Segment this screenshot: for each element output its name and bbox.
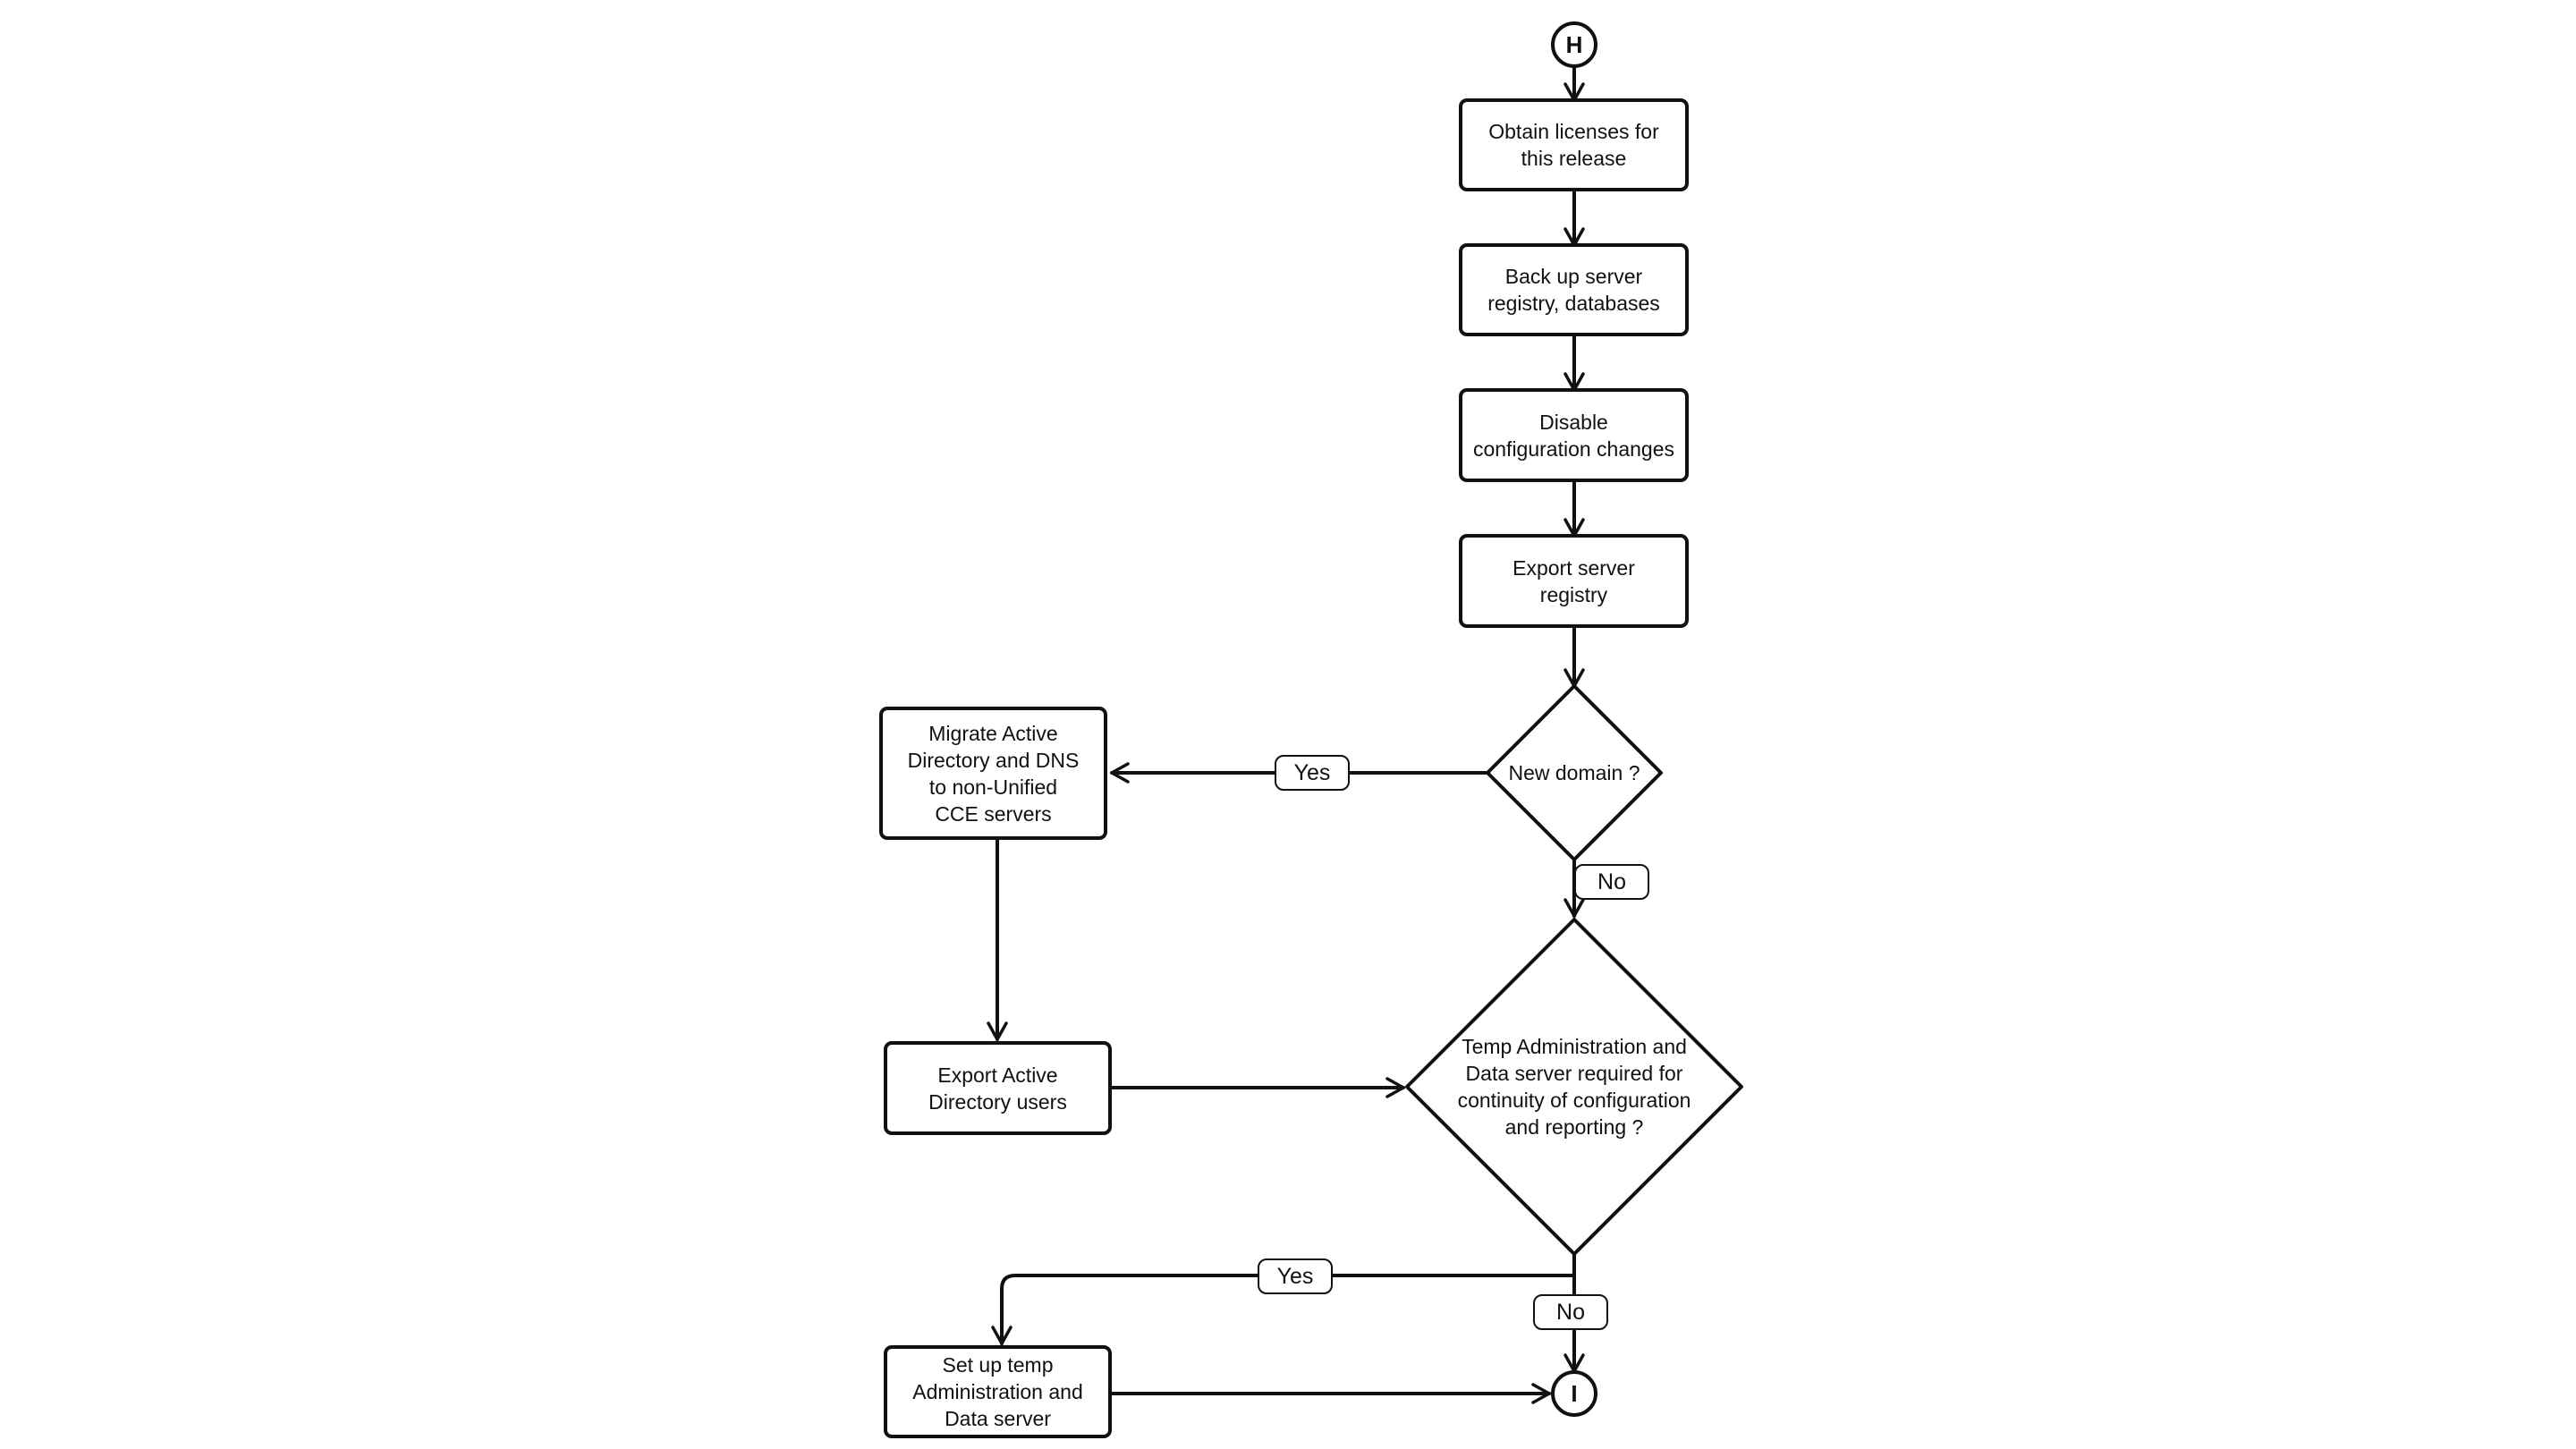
export-ad-users-label: Export Active Directory users bbox=[928, 1063, 1067, 1114]
obtain-licenses-label: Obtain licenses for this release bbox=[1488, 120, 1659, 170]
backup-registry-label: Back up server registry, databases bbox=[1487, 265, 1660, 315]
connector-end bbox=[1551, 1370, 1597, 1417]
setup-temp-label: Set up temp Administration and Data serv… bbox=[912, 1353, 1083, 1430]
process-obtain-licenses bbox=[1459, 98, 1689, 191]
connector-end-label: I bbox=[1571, 1379, 1578, 1407]
process-migrate-ad bbox=[879, 707, 1107, 840]
process-export-ad-users bbox=[884, 1041, 1112, 1135]
disable-config-label: Disable configuration changes bbox=[1472, 410, 1675, 461]
migrate-ad-label: Migrate Active Directory and DNS to non-… bbox=[907, 721, 1080, 826]
decision-temp-required bbox=[1405, 918, 1743, 1256]
process-export-registry bbox=[1459, 534, 1689, 628]
edge-label-new-domain-no: No bbox=[1574, 864, 1649, 900]
process-setup-temp bbox=[884, 1345, 1112, 1438]
export-registry-label: Export server registry bbox=[1513, 555, 1635, 606]
process-backup-registry bbox=[1459, 243, 1689, 336]
edge-label-new-domain-yes: Yes bbox=[1275, 755, 1350, 791]
new-domain-label: New domain ? bbox=[1508, 761, 1640, 784]
temp-required-label: Temp Administration and Data server requ… bbox=[1457, 1035, 1691, 1139]
edge-label-temp-yes: Yes bbox=[1258, 1258, 1333, 1294]
process-disable-config bbox=[1459, 388, 1689, 482]
decision-new-domain bbox=[1486, 684, 1663, 861]
connector-start bbox=[1551, 21, 1597, 68]
edge-temp-yes bbox=[991, 1252, 1576, 1345]
connector-start-label: H bbox=[1565, 30, 1583, 58]
edge-label-temp-no: No bbox=[1533, 1294, 1608, 1330]
